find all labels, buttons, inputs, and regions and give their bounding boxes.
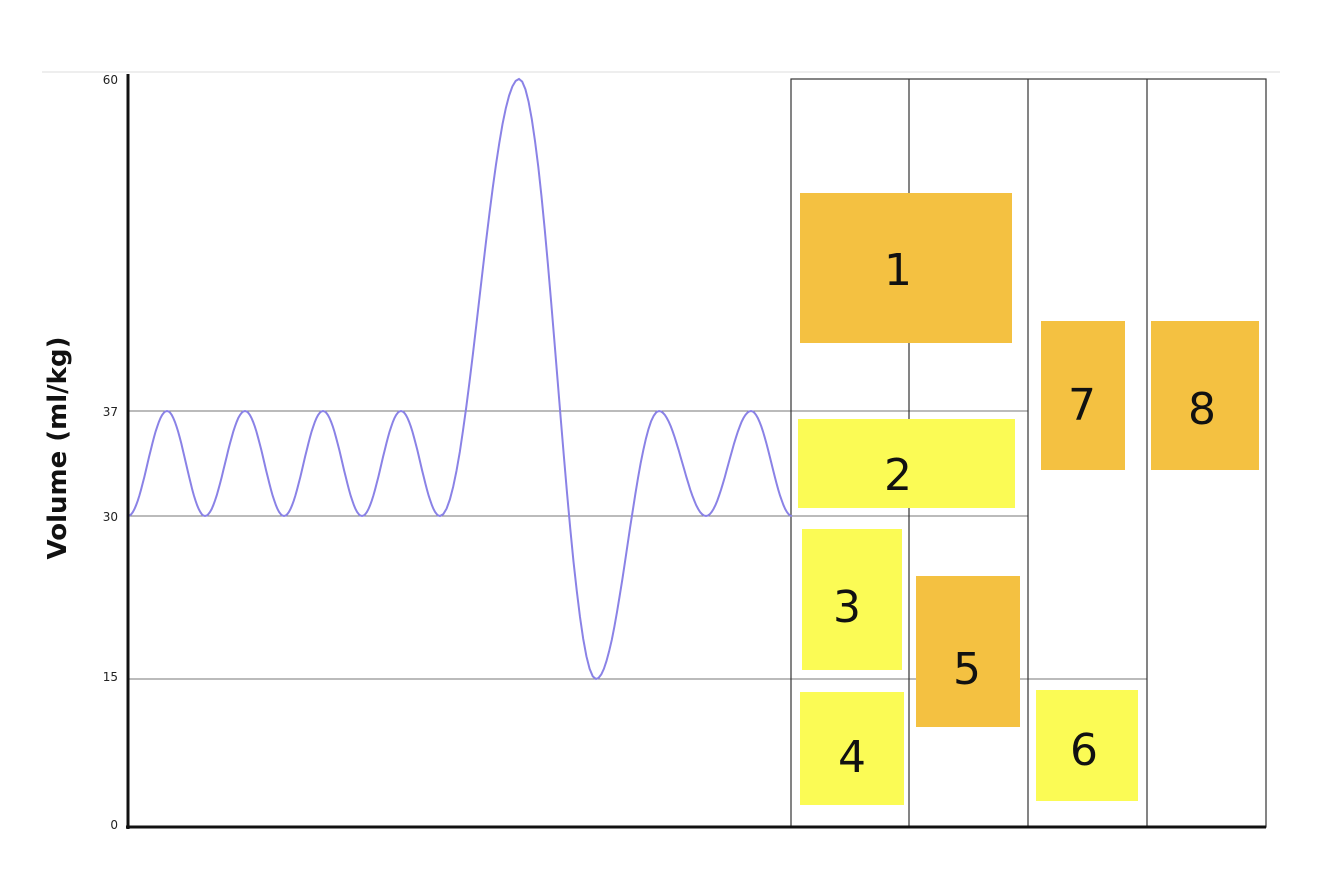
y-tick-0: 0 [110,818,118,832]
box-5-fill [916,576,1020,727]
box-5-label: 5 [953,644,981,695]
box-3-fill [802,529,902,670]
box-1: 1 [800,193,1012,343]
box-3-label: 3 [833,582,861,633]
box-4-label: 4 [838,732,866,783]
y-tick-30: 30 [103,510,118,524]
y-tick-60: 60 [103,73,118,87]
box-2-fill [798,419,1015,508]
box-6-fill [1036,690,1138,801]
box-8: 8 [1151,321,1259,470]
box-8-fill [1151,321,1259,470]
box-7-label: 7 [1068,380,1096,431]
box-7-fill [1041,321,1125,470]
box-3: 3 [802,529,902,670]
box-4-fill [800,692,904,805]
box-2: 2 [798,419,1015,508]
box-6: 6 [1036,690,1138,801]
box-6-label: 6 [1070,725,1098,776]
y-axis-label: Volume (ml/kg) [43,337,73,560]
box-5: 5 [916,576,1020,727]
box-8-label: 8 [1188,384,1216,435]
box-7: 7 [1041,321,1125,470]
y-tick-15: 15 [103,670,118,684]
box-4: 4 [800,692,904,805]
spirometry-wave [127,77,793,681]
box-1-label: 1 [884,245,912,296]
box-1-fill [800,193,1012,343]
y-tick-37: 37 [103,405,118,419]
box-2-label: 2 [884,450,912,501]
